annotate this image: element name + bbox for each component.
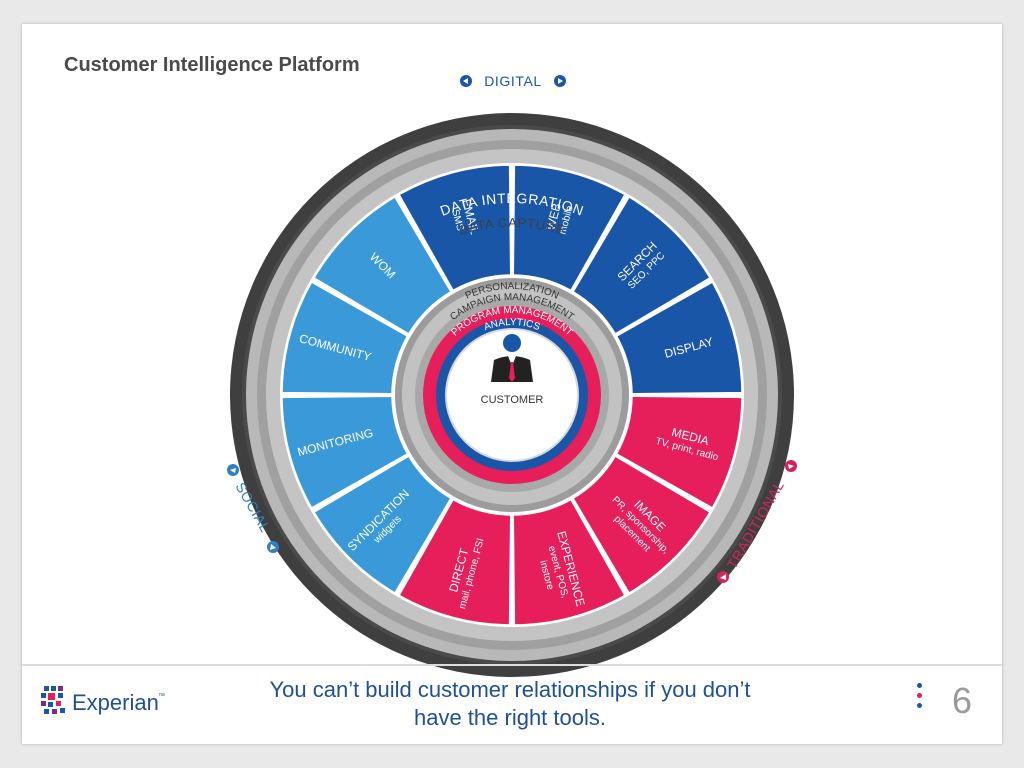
segment-search [572, 196, 711, 335]
page-title: Customer Intelligence Platform [64, 54, 360, 76]
segment-wom [313, 196, 452, 335]
segment-direct [398, 498, 512, 626]
segment-title: WEB [543, 202, 564, 232]
footer-tagline: You can’t build customer relationships i… [220, 676, 800, 732]
svg-text:DIGITAL: DIGITAL [484, 73, 542, 89]
experian-logo-icon [40, 684, 70, 723]
segment-experience [512, 498, 626, 626]
page-number: 6 [952, 680, 973, 721]
page-dots-icon [917, 683, 923, 713]
segment-community [281, 281, 409, 395]
page-dot [917, 703, 922, 708]
tagline-line-1: You can’t build customer relationships i… [269, 677, 751, 702]
segment-web [512, 164, 626, 292]
segment-media [615, 395, 743, 509]
segment-syndication [313, 455, 452, 594]
customer-icon [491, 334, 533, 382]
page-dot [917, 693, 922, 698]
logo-wordmark: Experian [72, 690, 159, 715]
segment-subtitle: SMS [449, 208, 465, 232]
digital-group-label: DIGITAL [460, 73, 566, 89]
tagline-line-2: have the right tools. [413, 705, 606, 730]
logo-trademark: ™ [158, 693, 165, 700]
footer-divider [22, 664, 1002, 666]
segment-image [572, 455, 711, 594]
center-label: CUSTOMER [481, 394, 544, 406]
segment-monitoring [281, 395, 409, 509]
segment-display [615, 281, 743, 395]
page-dot [917, 683, 922, 688]
segment-email [398, 164, 512, 292]
